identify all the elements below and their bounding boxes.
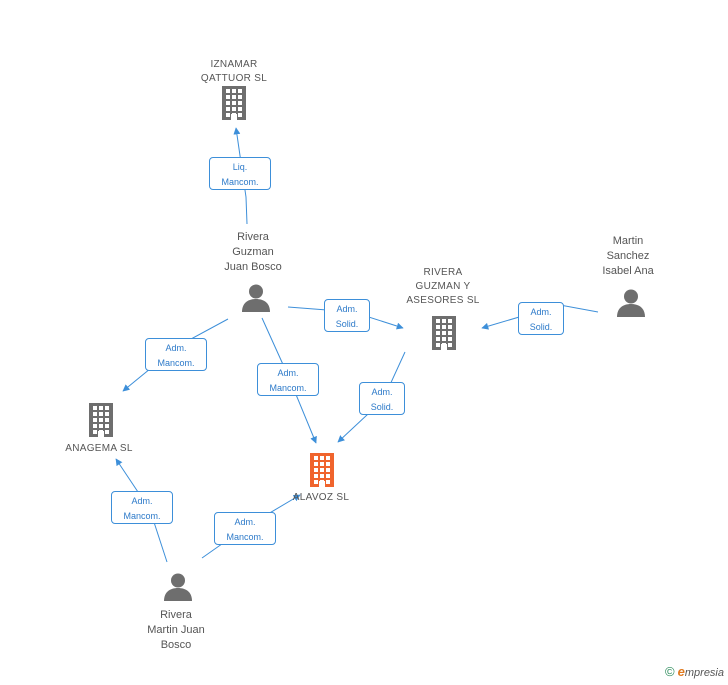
relationship-label[interactable]: Adm. Solid. <box>518 302 564 335</box>
node-iznamar[interactable] <box>220 86 248 125</box>
node-label-martin-sanchez[interactable]: Martin Sanchez Isabel Ana <box>602 235 654 277</box>
node-label-alavoz[interactable]: ALAVOZ SL <box>292 492 350 503</box>
node-rivera-guzman-asesores[interactable] <box>430 316 458 355</box>
person-icon <box>617 289 645 317</box>
edge-rivera-guzman-to-iznamar <box>233 127 248 225</box>
node-label-rivera-guzman[interactable]: Rivera Guzman Juan Bosco <box>224 231 282 273</box>
relationship-label[interactable]: Adm. Mancom. <box>257 363 319 396</box>
copyright-icon: © <box>664 664 675 679</box>
relationship-label[interactable]: Adm. Mancom. <box>111 491 173 524</box>
building-icon <box>432 316 456 350</box>
empresia-watermark: © empresia <box>664 664 724 679</box>
relationship-label[interactable]: Liq. Mancom. <box>209 157 271 190</box>
node-label-iznamar[interactable]: IZNAMAR QATTUOR SL <box>200 59 268 84</box>
node-rivera-martin[interactable] <box>163 573 193 606</box>
focus-building-icon <box>310 453 334 487</box>
node-martin-sanchez[interactable] <box>616 289 646 322</box>
node-alavoz[interactable] <box>308 453 336 492</box>
relationship-label[interactable]: Adm. Mancom. <box>214 512 276 545</box>
person-icon <box>164 573 192 601</box>
person-icon <box>242 284 270 312</box>
relationship-label[interactable]: Adm. Solid. <box>324 299 370 332</box>
relationship-label[interactable]: Adm. Solid. <box>359 382 405 415</box>
building-icon <box>222 86 246 120</box>
node-label-rivera-martin[interactable]: Rivera Martin Juan Bosco <box>147 609 205 651</box>
node-label-anagema[interactable]: ANAGEMA SL <box>65 443 133 454</box>
node-rivera-guzman[interactable] <box>241 284 271 317</box>
node-anagema[interactable] <box>87 403 115 442</box>
relationship-label[interactable]: Adm. Mancom. <box>145 338 207 371</box>
node-label-rivera-guzman-asesores[interactable]: RIVERA GUZMAN Y ASESORES SL <box>406 267 480 306</box>
building-icon <box>89 403 113 437</box>
